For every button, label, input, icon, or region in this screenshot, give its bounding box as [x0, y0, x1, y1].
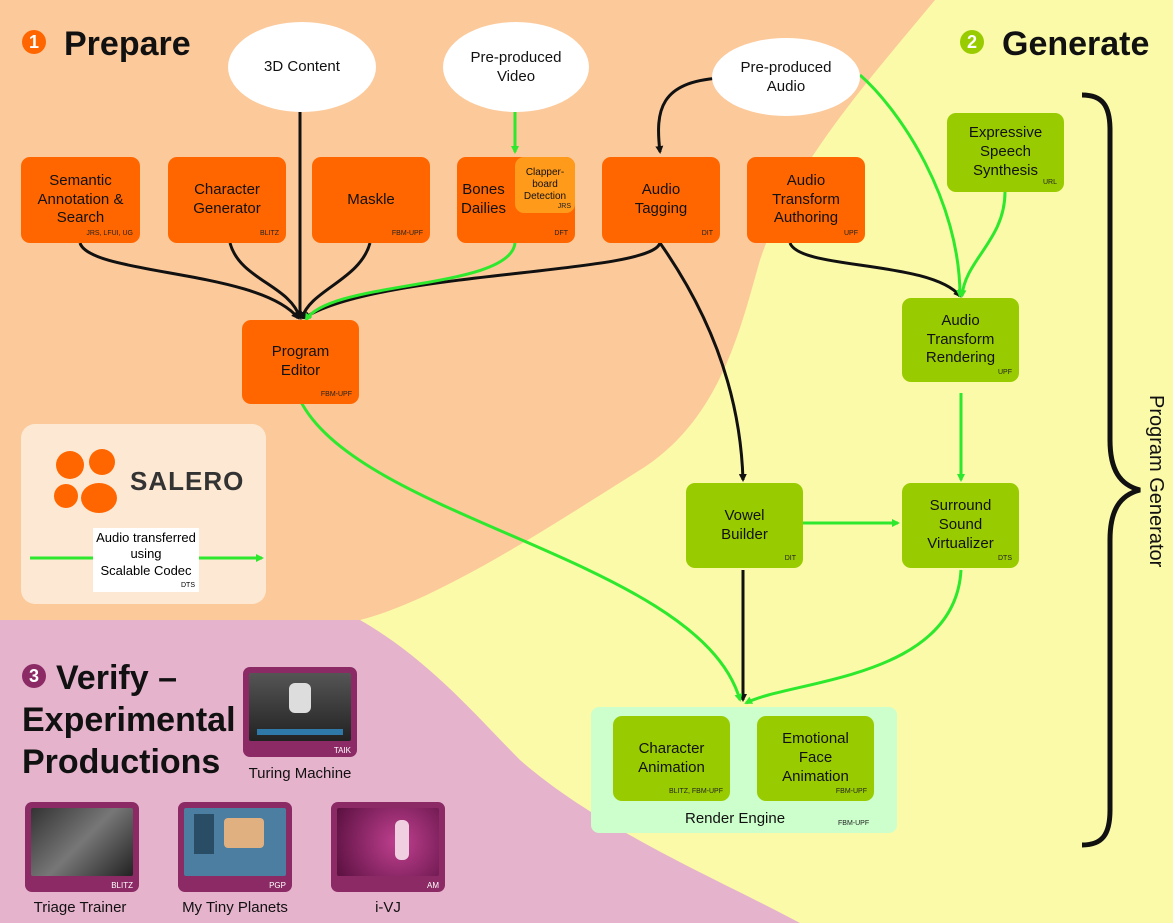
connectors-black: [78, 76, 962, 702]
step-2-badge: 2: [960, 30, 984, 55]
program-generator-label: Program Generator: [1145, 395, 1167, 568]
program-generator-brace: [1081, 92, 1141, 848]
step-3-badge: 3: [22, 664, 46, 689]
turing-machine-caption: Turing Machine: [248, 765, 352, 782]
i-vj-thumbnail: AM: [331, 802, 445, 892]
my-tiny-planets-caption: My Tiny Planets: [182, 899, 288, 916]
connectors-green: [30, 73, 1007, 705]
render-engine-label: Render Engine: [685, 810, 786, 827]
turing-machine-thumbnail: TAIK: [243, 667, 357, 757]
i-vj-caption: i-VJ: [375, 899, 401, 916]
salero-logo-icon: [54, 449, 117, 513]
triage-trainer-thumbnail: BLITZ: [25, 802, 139, 892]
maskle-box: Maskle FBM-UPF: [312, 157, 430, 243]
render-engine-org: FBM-UPF: [838, 820, 870, 827]
source-3d-content: 3D Content: [228, 22, 376, 112]
salero-logo-text: SALERO: [130, 466, 245, 496]
my-tiny-planets-thumbnail: PGP: [178, 802, 292, 892]
triage-trainer-caption: Triage Trainer: [33, 899, 127, 916]
step-1-badge: 1: [22, 30, 46, 55]
